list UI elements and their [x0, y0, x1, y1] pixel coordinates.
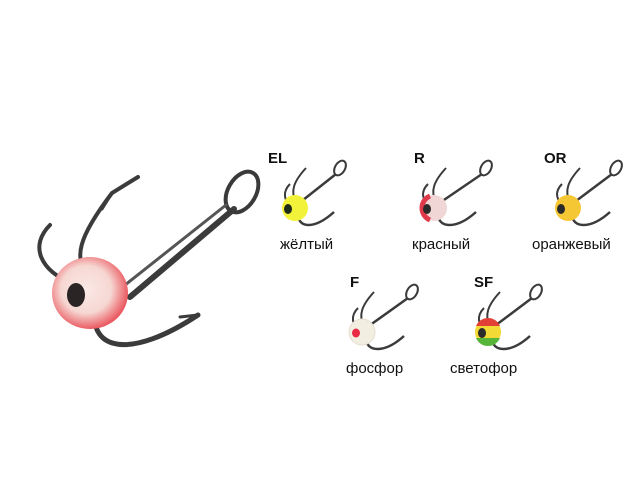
variant-code: F: [350, 274, 360, 291]
treble-hook-icon: [555, 159, 623, 227]
treble-hook-icon: [282, 159, 347, 227]
variant-code: OR: [544, 150, 567, 167]
variant-name: жёлтый: [280, 236, 334, 253]
treble-hook-icon: [419, 159, 493, 227]
variant-code: SF: [474, 274, 494, 291]
variant-f: F фосфор: [330, 272, 430, 392]
variant-sf: SF светофор: [450, 272, 555, 392]
treble-hook-icon: [37, 169, 261, 348]
variant-name: красный: [412, 236, 471, 253]
treble-hook-icon: [348, 283, 419, 351]
variant-name: оранжевый: [532, 236, 611, 253]
variant-name: светофор: [450, 360, 518, 377]
variant-r: R красный: [400, 148, 510, 268]
variant-code: R: [414, 150, 425, 167]
variant-name: фосфор: [346, 360, 404, 377]
treble-hook-icon: [475, 283, 543, 351]
variant-or: OR оранжевый: [530, 148, 635, 268]
variant-code: EL: [268, 150, 288, 167]
variant-el: EL жёлтый: [262, 148, 352, 268]
